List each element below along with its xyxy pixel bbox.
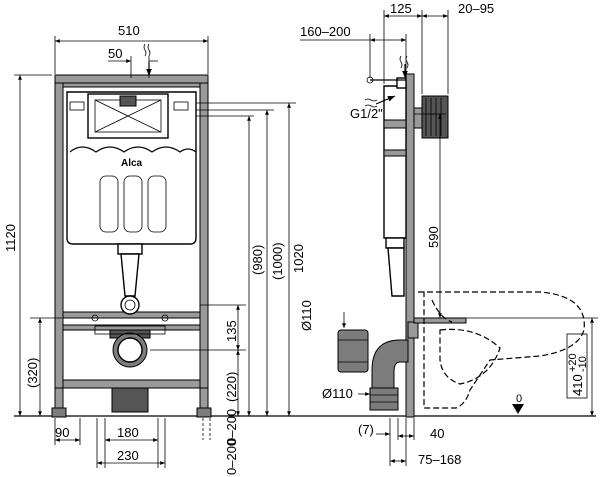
inlet-valve-icon <box>119 95 137 107</box>
pipe-diameter-upper: Ø110 <box>299 300 314 331</box>
dim-total-height: 1120 <box>3 224 18 252</box>
dim-bottom-90: 90 <box>55 425 69 440</box>
seat-height-value: 410 <box>570 374 585 396</box>
floor-zero-marker <box>512 404 524 414</box>
brand-logo: Alca <box>121 158 143 169</box>
pipe-diameter-lower: Ø110 <box>322 386 353 401</box>
flush-pipe-outlet <box>120 295 140 315</box>
waste-pipe-lower <box>369 387 399 411</box>
flush-pipe <box>120 253 140 297</box>
waste-pipe-outlet <box>111 387 149 413</box>
dim-height-980: (980) <box>250 245 265 275</box>
pan-fixing-bar <box>413 317 467 324</box>
foot-right <box>196 407 212 418</box>
foot-adjuster-left <box>54 387 64 409</box>
foot-left <box>51 407 67 418</box>
frame-inner-bar <box>62 82 201 88</box>
dim-bottom-230: 230 <box>117 448 139 463</box>
dim-height-1000: (1000) <box>270 242 285 280</box>
side-dimensions: 125 20–95 160–200 590 Ø110 Ø110 410 +20 … <box>299 1 598 467</box>
flush-pipe-collar <box>117 243 143 255</box>
dim-bottom-180: 180 <box>117 425 139 440</box>
dim-side-7: (7) <box>358 422 374 437</box>
dim-bar-height-320: (320) <box>25 358 40 388</box>
frame-top-bar <box>54 74 209 84</box>
seat-tol-plus: +20 <box>567 353 579 372</box>
water-inlet-icon <box>143 43 151 57</box>
frame-bar-lower <box>62 379 201 389</box>
dim-height-220: (220) <box>224 372 239 402</box>
side-view: G1/2" 0 <box>337 55 585 418</box>
dim-height-135: 135 <box>224 320 239 342</box>
dim-adjust-upper: 0–200 <box>224 409 239 445</box>
floor-zero-label: 0 <box>516 393 522 405</box>
front-view: Alca <box>51 74 212 418</box>
foot-adjuster-right <box>199 387 209 409</box>
side-frame-post <box>405 73 415 418</box>
dim-height-1020: 1020 <box>291 244 306 273</box>
dim-side-75-168: 75–168 <box>418 452 461 467</box>
toilet-outline <box>418 291 585 409</box>
frame-left-post <box>54 74 64 418</box>
dim-front-width: 510 <box>118 23 140 38</box>
dim-side-40: 40 <box>430 426 444 441</box>
side-cistern <box>383 85 407 239</box>
dim-inlet-offset: 50 <box>108 46 122 61</box>
dim-side-20-95: 20–95 <box>458 1 494 16</box>
dim-side-590: 590 <box>426 226 441 248</box>
waste-pipe-upper <box>337 329 369 373</box>
dim-side-125: 125 <box>390 1 412 16</box>
front-dimensions: 510 50 1120 (320) 1020 (1000) (980) <box>3 23 306 475</box>
seat-tol-minus: -10 <box>577 356 589 372</box>
dim-side-160-200: 160–200 <box>300 24 351 39</box>
side-flush-pipe <box>387 247 405 297</box>
dim-adjust-lower: 0–200 <box>224 439 239 475</box>
frame-right-post <box>199 74 209 418</box>
inlet-thread-label: G1/2" <box>350 106 383 121</box>
